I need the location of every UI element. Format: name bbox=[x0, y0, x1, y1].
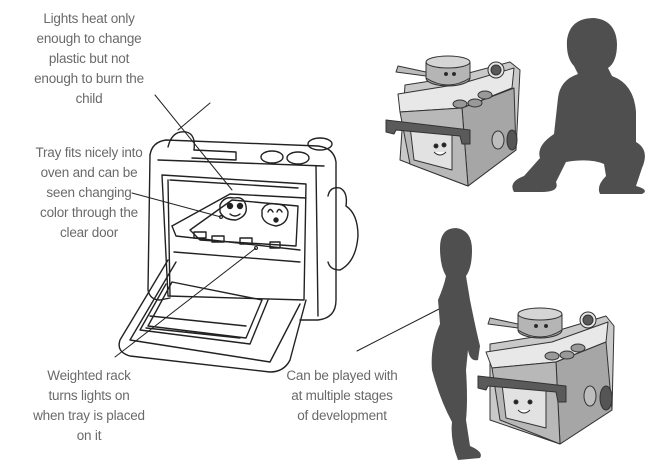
annotation-line: clear door bbox=[59, 225, 119, 240]
leader-line-tray bbox=[131, 192, 222, 218]
annotation-line: when tray is placed bbox=[33, 408, 145, 423]
annotation-line: seen changing bbox=[46, 185, 132, 200]
annotation-stages: Can be played with at multiple stages of… bbox=[272, 366, 412, 426]
leader-line-stages bbox=[356, 306, 444, 352]
leader-line-lights-2 bbox=[177, 102, 211, 131]
annotation-line: color through the bbox=[40, 205, 138, 220]
rack bbox=[173, 251, 301, 263]
leader-line-rack bbox=[114, 247, 257, 358]
annotation-line: at multiple stages bbox=[291, 388, 393, 403]
annotation-line: Weighted rack bbox=[47, 368, 131, 383]
leader-line-lights bbox=[154, 94, 233, 191]
annotation-line: Lights heat only bbox=[43, 11, 135, 26]
oven-door-open bbox=[118, 259, 307, 373]
oven-top-controls bbox=[167, 131, 333, 165]
annotation-line: Can be played with bbox=[286, 368, 398, 383]
annotation-line: enough to burn the bbox=[34, 71, 144, 86]
tray bbox=[171, 193, 307, 251]
annotation-weighted-rack: Weighted rack turns lights on when tray … bbox=[14, 366, 164, 446]
leader-dot-rack bbox=[254, 246, 258, 250]
annotation-line: enough to change bbox=[36, 31, 142, 46]
annotation-lights-heat: Lights heat only enough to change plasti… bbox=[14, 9, 164, 109]
annotation-line: of development bbox=[297, 408, 387, 423]
annotation-tray-fits: Tray fits nicely into oven and can be se… bbox=[14, 143, 164, 243]
oven-body bbox=[147, 139, 337, 321]
annotation-line: turns lights on bbox=[48, 388, 130, 403]
annotation-line: oven and can be bbox=[40, 165, 138, 180]
leader-dot-tray bbox=[219, 215, 223, 219]
annotation-line: Tray fits nicely into bbox=[35, 145, 143, 160]
oven-side-dial bbox=[327, 186, 359, 271]
leader-lines bbox=[114, 94, 446, 358]
annotation-line: on it bbox=[76, 428, 102, 443]
annotation-line: plastic but not bbox=[48, 51, 130, 66]
annotation-line: child bbox=[75, 91, 103, 106]
